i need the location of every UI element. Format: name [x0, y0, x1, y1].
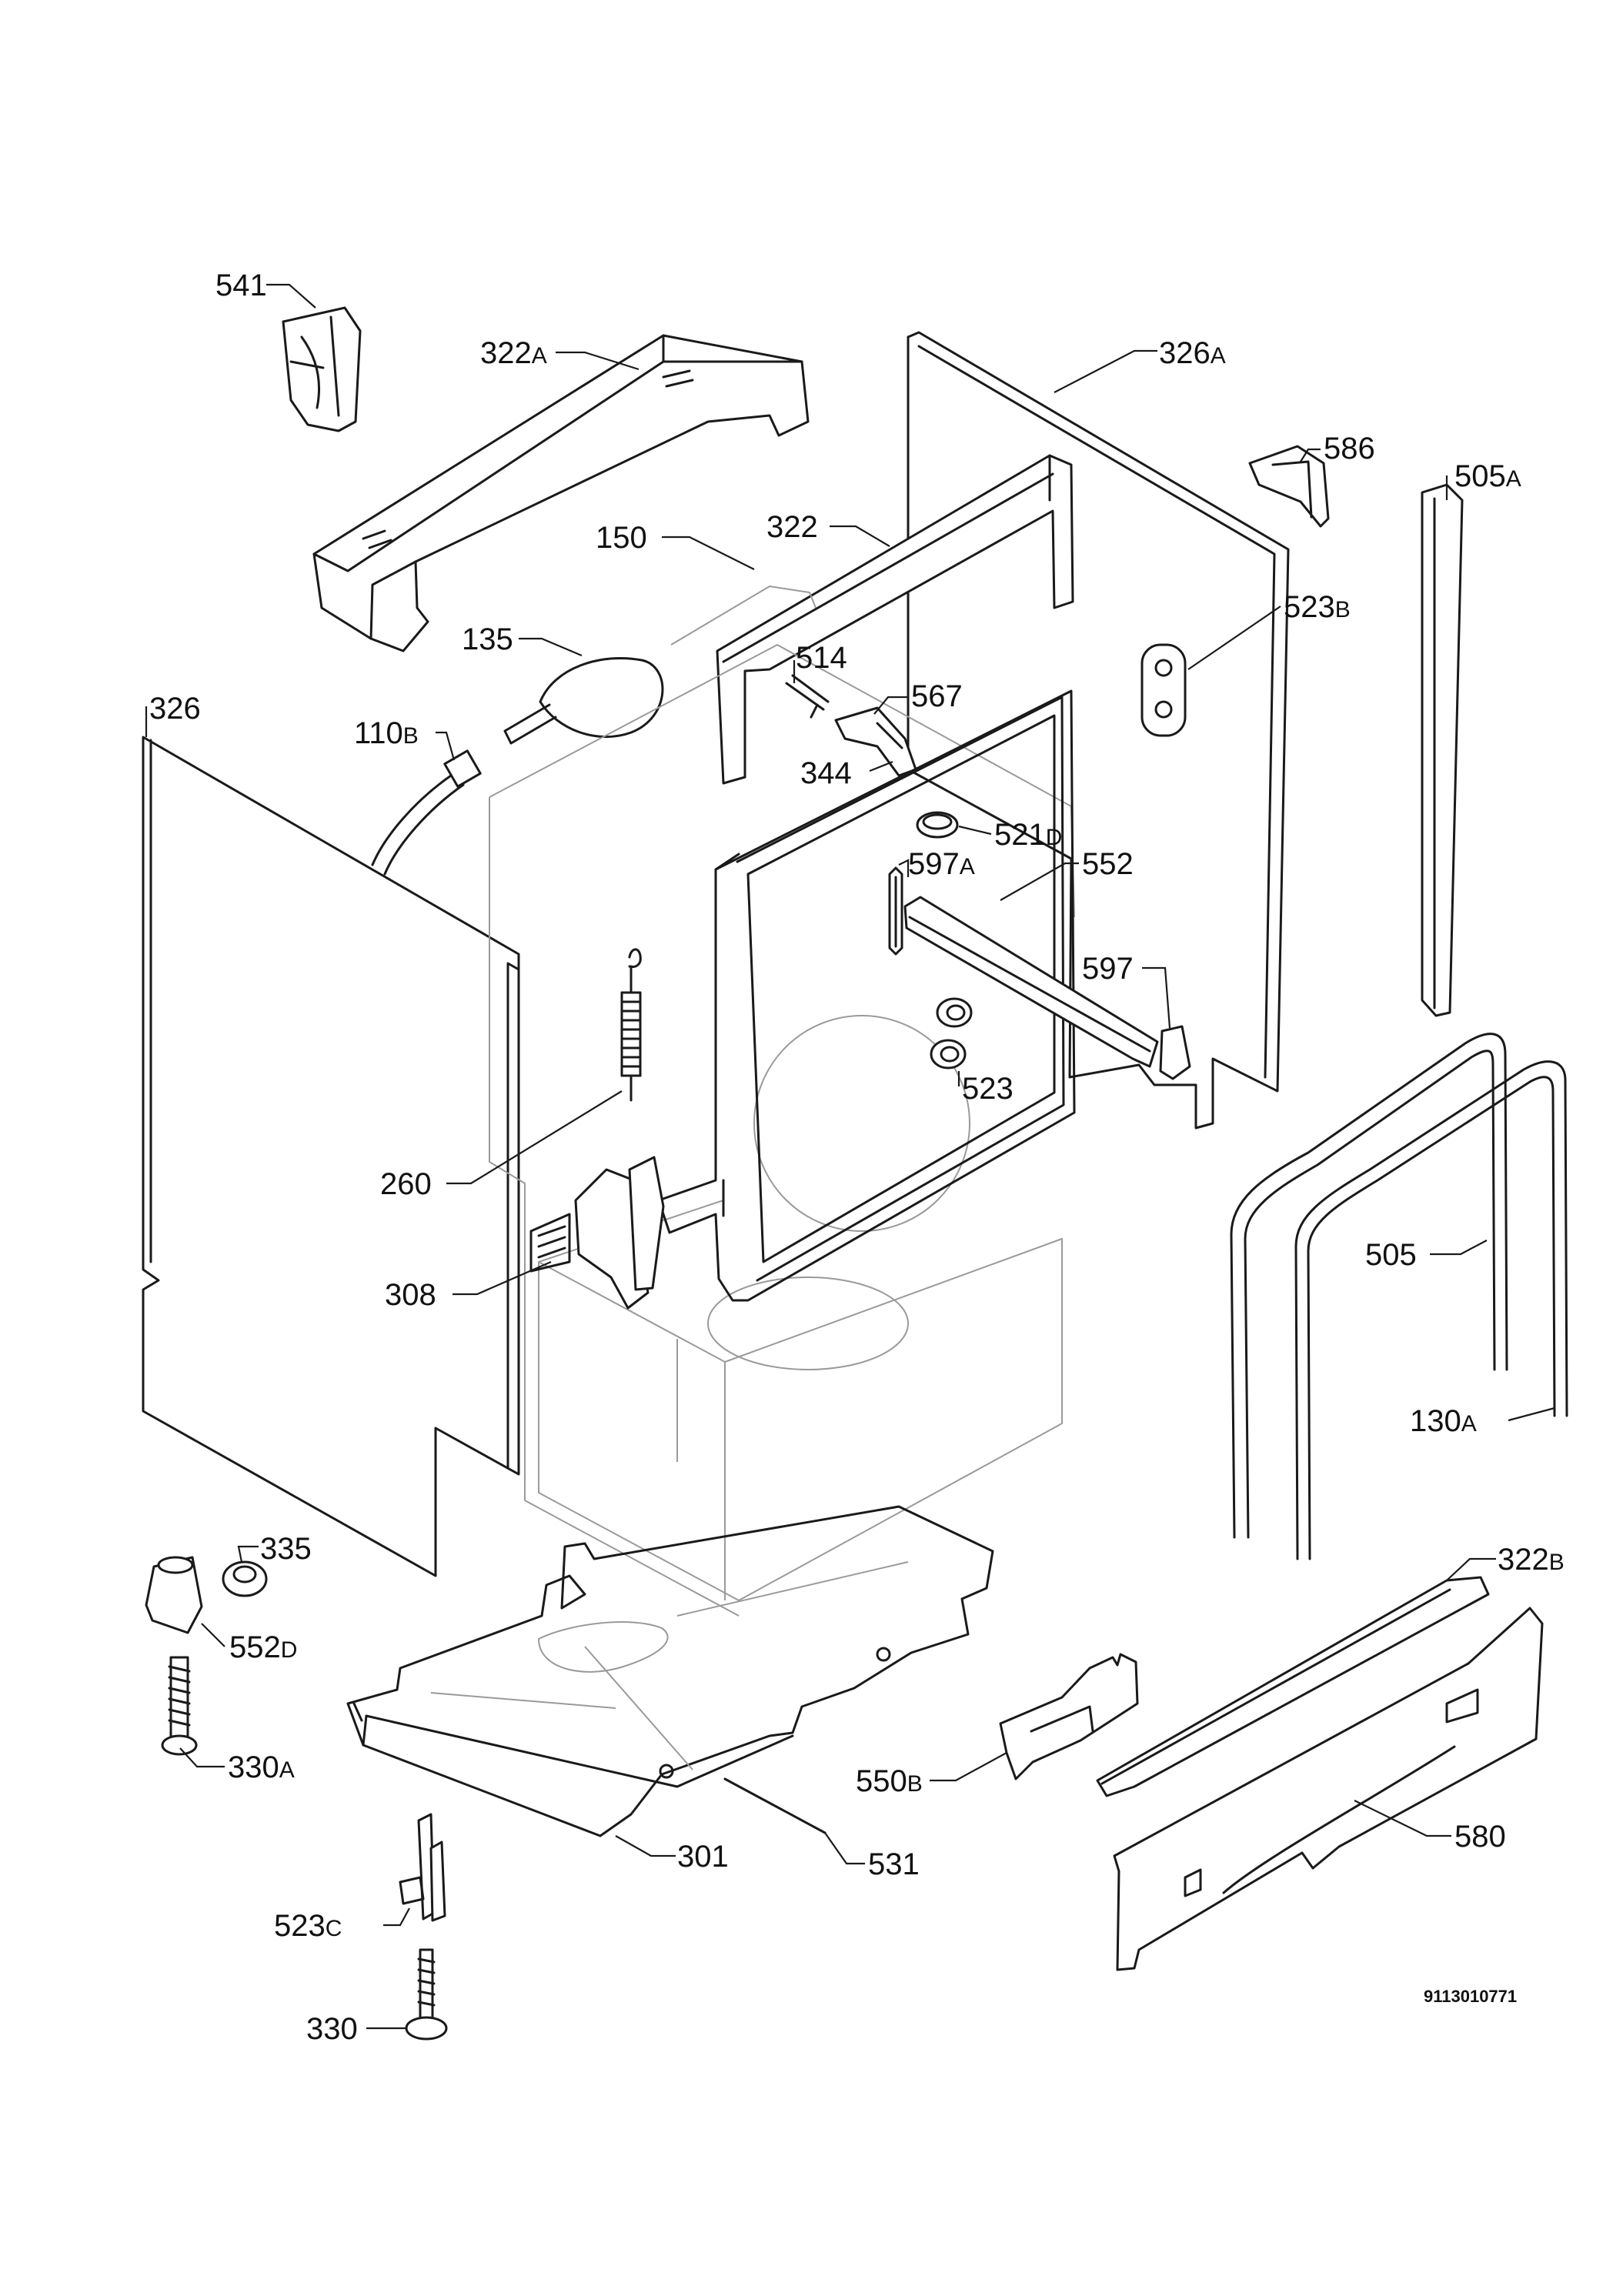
part-330A-screw	[161, 1656, 198, 1756]
label-580: 580	[1454, 1820, 1506, 1854]
part-150-ghost	[670, 586, 817, 646]
label-552: 552	[1082, 847, 1134, 881]
label-521D: 521D	[994, 818, 1062, 852]
part-door-frame	[657, 689, 1076, 1302]
label-514: 514	[796, 641, 847, 675]
part-597-cap	[1159, 1025, 1191, 1080]
part-541-clip	[282, 306, 362, 432]
label-110B: 110B	[354, 716, 419, 750]
part-505A-strip	[1421, 483, 1464, 1017]
part-110B-hose	[371, 749, 482, 876]
label-260: 260	[380, 1167, 432, 1201]
part-514-screw	[785, 674, 830, 719]
label-135: 135	[462, 622, 513, 656]
part-523C-bracket	[399, 1813, 446, 1922]
label-301: 301	[677, 1840, 729, 1874]
label-322A: 322A	[480, 336, 547, 370]
label-552D: 552D	[229, 1630, 297, 1664]
label-523: 523	[962, 1072, 1014, 1106]
label-335: 335	[260, 1532, 312, 1566]
part-335-gear	[222, 1560, 268, 1597]
part-260-spring	[620, 948, 642, 1102]
label-541: 541	[215, 269, 267, 302]
part-322A-bracket	[312, 334, 810, 652]
label-326A: 326A	[1159, 336, 1226, 370]
part-505-seal	[1230, 1033, 1508, 1539]
label-130A: 130A	[1410, 1404, 1477, 1438]
label-567: 567	[911, 679, 963, 713]
part-labels: 541 322A 326A 586 505A 150 322 523B 135 …	[149, 269, 1565, 2046]
part-531-wire	[723, 1777, 827, 1834]
part-550B-bracket	[999, 1653, 1139, 1780]
leader-lines	[145, 283, 1555, 2030]
part-322-frame	[716, 454, 1074, 785]
label-523C: 523C	[274, 1909, 342, 1943]
parts-drawing	[142, 306, 1568, 2041]
part-597A-clip	[888, 866, 903, 956]
label-505: 505	[1365, 1238, 1417, 1272]
label-597: 597	[1082, 952, 1134, 986]
cabinet-body	[489, 644, 1075, 1617]
label-586: 586	[1324, 432, 1375, 466]
part-586-bracket	[1248, 445, 1330, 528]
label-150: 150	[596, 521, 647, 555]
label-322: 322	[766, 510, 818, 544]
label-322B: 322B	[1498, 1543, 1565, 1577]
part-130A-seal	[1294, 1060, 1568, 1560]
label-505A: 505A	[1454, 459, 1521, 493]
label-308: 308	[385, 1278, 436, 1312]
part-326-panel	[142, 736, 520, 1577]
part-135-funnel	[503, 656, 664, 745]
part-580-rail	[1113, 1607, 1544, 1971]
part-308-hinge	[529, 1156, 665, 1310]
label-531: 531	[868, 1847, 920, 1881]
part-552-rail	[903, 896, 1159, 1068]
part-552D-switch	[145, 1556, 203, 1634]
part-523-plugs	[930, 997, 973, 1070]
label-597A: 597A	[908, 847, 975, 881]
label-523B: 523B	[1284, 590, 1351, 624]
drawing-code: 9113010771	[1424, 1987, 1517, 2006]
part-301-tray	[346, 1505, 994, 1837]
label-326: 326	[149, 692, 201, 726]
part-330-screw	[405, 1948, 448, 2041]
label-550B: 550B	[856, 1764, 923, 1798]
part-523B-plate	[1140, 643, 1187, 737]
part-521D-seal	[916, 811, 959, 839]
label-330A: 330A	[228, 1750, 295, 1784]
label-330: 330	[306, 2012, 358, 2046]
label-344: 344	[800, 756, 852, 790]
